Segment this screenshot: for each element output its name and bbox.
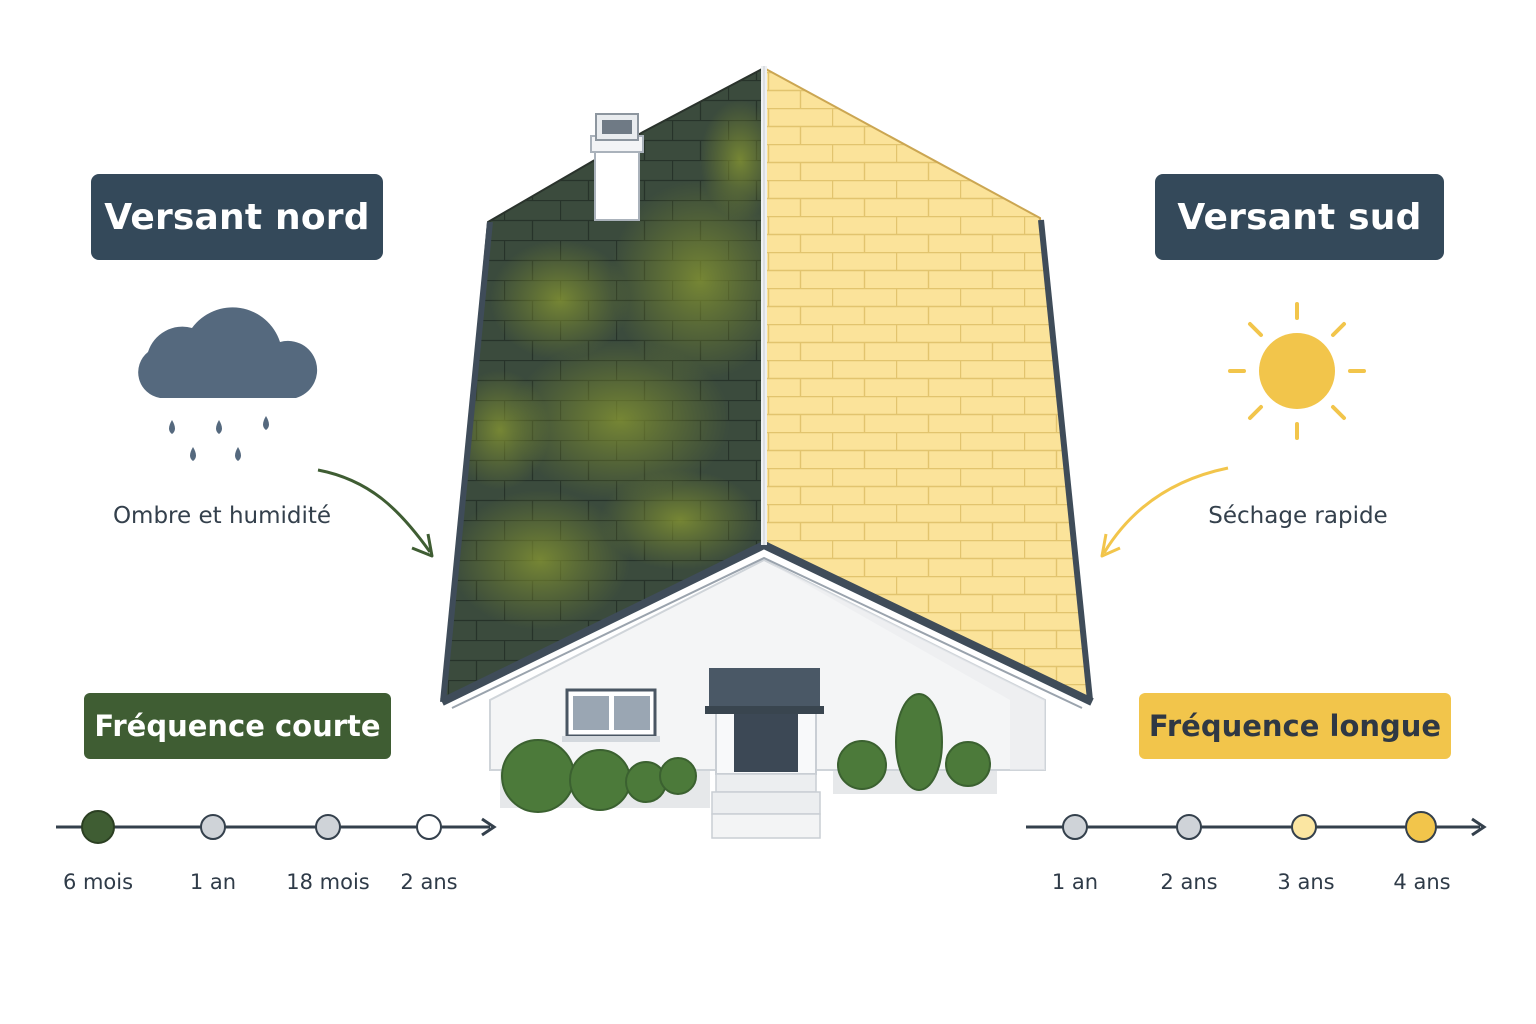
house-door — [705, 668, 824, 839]
south-slope-title: Versant sud — [1155, 174, 1444, 260]
timeline-marker — [1176, 814, 1202, 840]
north-timeline-label: 1 an — [189, 870, 237, 894]
north-timeline-label: 18 mois — [286, 870, 370, 894]
north-frequency-badge: Fréquence courte — [84, 693, 391, 759]
timeline-marker — [315, 814, 341, 840]
chimney — [590, 113, 644, 221]
timeline-marker — [1062, 814, 1088, 840]
north-timeline-label: 6 mois — [62, 870, 134, 894]
bushes — [501, 693, 991, 813]
north-slope-title: Versant nord — [91, 174, 383, 260]
timeline-marker — [1291, 814, 1317, 840]
timeline-marker — [1405, 811, 1437, 843]
south-caption: Séchage rapide — [1208, 503, 1388, 529]
sun-icon — [1228, 302, 1366, 440]
south-arrow — [1100, 466, 1229, 558]
timeline-marker — [416, 814, 442, 840]
north-timeline — [56, 810, 497, 844]
roof-edges — [440, 66, 1094, 709]
house-window — [562, 688, 660, 742]
north-caption: Ombre et humidité — [112, 503, 332, 529]
south-timeline — [1026, 811, 1487, 843]
south-frequency-badge: Fréquence longue — [1139, 693, 1451, 759]
south-timeline-label: 1 an — [1051, 870, 1099, 894]
timeline-marker — [200, 814, 226, 840]
north-timeline-label: 2 ans — [400, 870, 458, 894]
south-timeline-label: 2 ans — [1160, 870, 1218, 894]
north-arrow — [317, 468, 434, 558]
rain-cloud-icon — [138, 307, 318, 461]
timeline-marker — [81, 810, 115, 844]
north-roof — [440, 66, 765, 703]
south-timeline-label: 4 ans — [1393, 870, 1451, 894]
south-timeline-label: 3 ans — [1277, 870, 1335, 894]
